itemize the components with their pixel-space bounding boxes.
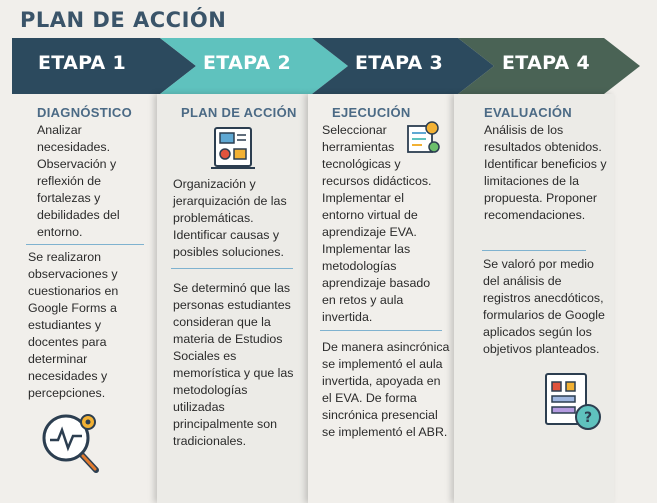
stage-2-arrow	[160, 38, 348, 94]
stage-1-divider	[26, 244, 144, 245]
stage-3-column: EJECUCIÓN Seleccionar herramientas tecno…	[308, 94, 454, 503]
stage-2-divider	[171, 268, 293, 269]
stages-banner	[12, 38, 640, 94]
stage-4-arrow	[458, 38, 640, 94]
svg-text:?: ?	[584, 410, 592, 426]
stage-1-description: Analizar necesidades. Observación y refl…	[37, 123, 120, 239]
stage-2-heading: PLAN DE ACCIÓN	[181, 105, 297, 120]
stage-4-column: EVALUACIÓN Análisis de los resultados ob…	[454, 94, 614, 503]
stage-3-description: Seleccionar herramientas tecnológicas y …	[322, 123, 432, 324]
stage-1-result: Se realizaron observaciones y cuestionar…	[28, 250, 119, 400]
evaluation-checklist-icon: ?	[545, 373, 601, 430]
stage-4-heading: EVALUACIÓN	[484, 105, 572, 120]
stage-4-description: Análisis de los resultados obtenidos. Id…	[484, 123, 607, 222]
stage-2-description: Organización y jerarquización de las pro…	[173, 177, 287, 259]
stage-4-result: Se valoró por medio del análisis de regi…	[483, 257, 605, 356]
stage-4-divider	[482, 250, 586, 251]
stage-2-column: PLAN DE ACCIÓN Organización y jerarquiza…	[157, 94, 308, 503]
execution-tools-icon	[407, 121, 440, 153]
stage-3-label: ETAPA 3	[355, 52, 443, 74]
magnifier-analysis-icon	[42, 414, 99, 473]
stage-3-result: De manera asincrónica se implementó el a…	[322, 340, 450, 439]
stage-1-column: DIAGNÓSTICO Analizar necesidades. Observ…	[12, 94, 157, 503]
stage-1-arrow	[12, 38, 196, 94]
stage-2-result: Se determinó que las personas estudiante…	[173, 281, 294, 448]
stage-4-label: ETAPA 4	[502, 52, 590, 74]
stage-2-label: ETAPA 2	[203, 52, 291, 74]
stage-3-divider	[320, 330, 442, 331]
planning-board-icon	[211, 127, 255, 169]
page-title: PLAN DE ACCIÓN	[20, 8, 227, 32]
stage-3-arrow	[312, 38, 494, 94]
stage-1-heading: DIAGNÓSTICO	[37, 105, 133, 120]
stage-1-label: ETAPA 1	[38, 52, 126, 74]
stage-3-heading: EJECUCIÓN	[332, 105, 411, 120]
